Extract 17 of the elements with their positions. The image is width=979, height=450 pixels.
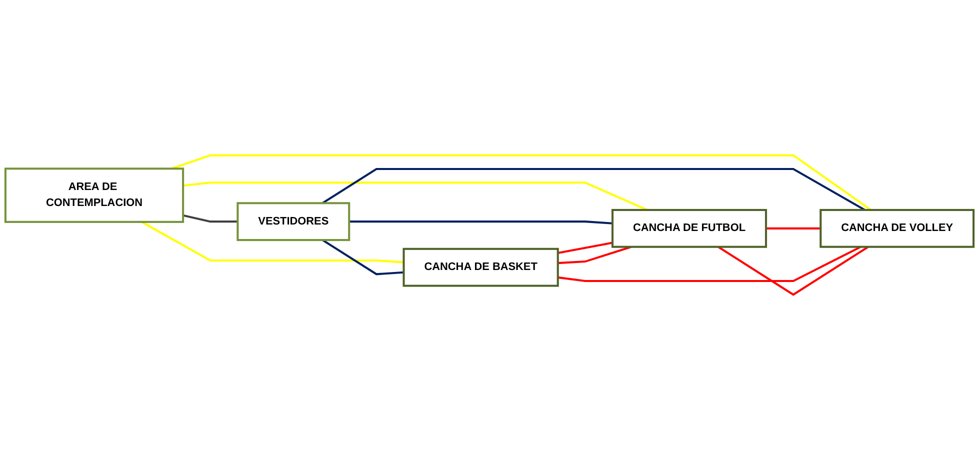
connector <box>558 246 632 264</box>
connector <box>141 221 404 264</box>
node-box: VESTIDORES <box>236 202 350 242</box>
connector <box>182 182 648 211</box>
connector <box>171 154 872 211</box>
connector <box>349 220 613 224</box>
connector <box>558 246 862 282</box>
connector <box>558 242 613 254</box>
node-box: CANCHA DE VOLLEY <box>820 208 975 248</box>
connector <box>182 214 238 223</box>
connector <box>322 168 866 211</box>
node-box: CANCHA DE BASKET <box>402 248 559 287</box>
connector <box>718 246 869 296</box>
node-box: AREA DE CONTEMPLACION <box>4 168 184 223</box>
node-box: CANCHA DE FUTBOL <box>611 208 768 248</box>
connector <box>766 227 821 230</box>
connector <box>322 239 404 276</box>
